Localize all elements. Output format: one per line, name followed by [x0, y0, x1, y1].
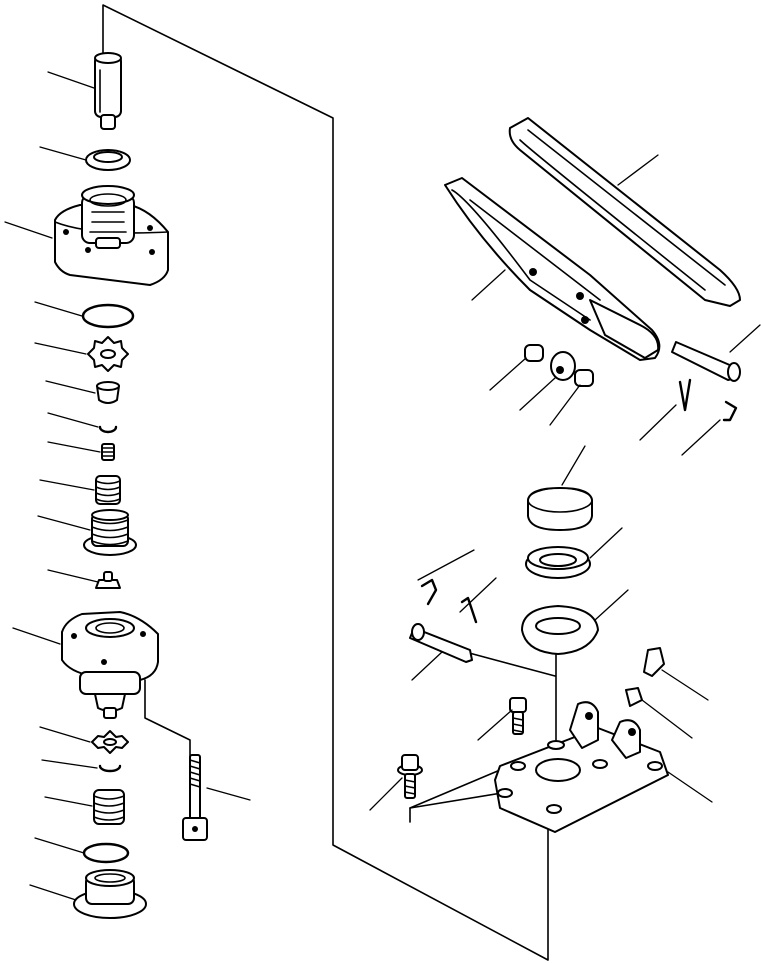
snap-ring-part	[98, 425, 118, 434]
assembly-connector-lines	[102, 4, 557, 961]
small-spring-part	[101, 443, 115, 461]
pedal-pad-part	[508, 117, 741, 307]
clevis-pin-part	[671, 341, 741, 382]
right-callout-leaders	[369, 154, 761, 811]
nut-part	[96, 381, 120, 404]
pedal-arm-part	[444, 177, 661, 361]
large-spring-part	[83, 509, 137, 556]
dust-cover-part	[527, 487, 593, 531]
left-callout-leaders	[4, 71, 251, 901]
cap-screw-part	[509, 697, 527, 735]
long-bolt-part	[182, 754, 208, 841]
pushrod-part	[409, 623, 473, 663]
upper-housing-part	[54, 185, 169, 286]
lower-star-washer-part	[91, 730, 129, 754]
right-pedal-assembly	[369, 117, 761, 833]
boot-part	[521, 605, 599, 655]
left-valve-assembly	[4, 52, 251, 919]
bottom-cap-part	[73, 869, 147, 919]
seal-ring-part	[85, 149, 131, 171]
roller-part	[524, 344, 594, 387]
plunger-part	[94, 52, 122, 130]
o-ring-part	[81, 303, 135, 329]
lower-o-ring-part	[82, 842, 130, 864]
flange-bolt-part	[397, 754, 423, 799]
lower-spring-part	[93, 789, 125, 825]
star-washer-part	[87, 336, 129, 372]
pedal-seal-part	[525, 546, 591, 579]
lower-housing-part	[61, 611, 159, 719]
retainer-nut-part	[95, 571, 121, 589]
lower-snap-ring-part	[98, 764, 122, 773]
medium-spring-part	[95, 475, 121, 505]
base-plate-part	[494, 701, 669, 833]
grease-fitting-part	[625, 647, 665, 707]
cotter-pin-parts	[420, 378, 738, 624]
